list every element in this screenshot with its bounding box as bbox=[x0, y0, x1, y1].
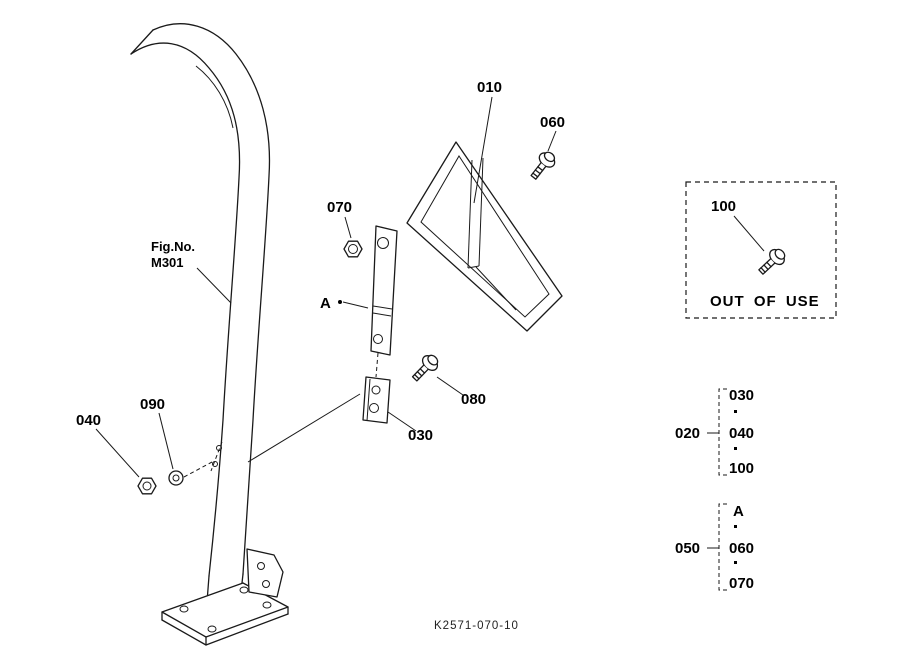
callout-080: 080 bbox=[461, 391, 486, 408]
leader-010 bbox=[473, 96, 493, 204]
bracket-030 bbox=[362, 352, 391, 424]
post-hole-lower bbox=[212, 461, 218, 467]
callout-090: 090 bbox=[140, 396, 165, 413]
smv-sign bbox=[406, 141, 563, 332]
base-hole-1 bbox=[179, 605, 189, 613]
bracket-030-hole-bottom bbox=[369, 403, 379, 413]
leader-fig bbox=[196, 267, 232, 304]
base-hole-3 bbox=[262, 601, 272, 609]
base-hole-2 bbox=[239, 586, 249, 594]
group-020-label: 020 bbox=[675, 425, 700, 442]
out-of-use-box: 100 OUT OF USE bbox=[685, 181, 837, 319]
washer-090 bbox=[168, 470, 184, 486]
nut-040 bbox=[137, 477, 157, 495]
callout-070: 070 bbox=[327, 199, 352, 216]
bolt-080 bbox=[411, 354, 439, 382]
group-050: 050 A 060 070 bbox=[675, 503, 754, 592]
out-of-use-label: OUT OF USE bbox=[710, 293, 820, 310]
bolt-100 bbox=[758, 248, 786, 275]
bracket-a-hole-top bbox=[377, 237, 389, 249]
callout-040: 040 bbox=[76, 412, 101, 429]
leader-060 bbox=[547, 130, 557, 152]
leader-100 bbox=[733, 215, 765, 252]
washer-alignment-line bbox=[183, 461, 213, 478]
group-020-item-030: 030 bbox=[729, 387, 754, 404]
fig-label-line2: M301 bbox=[151, 255, 184, 270]
group-020: 020 030 040 100 bbox=[675, 387, 754, 477]
base-plate bbox=[161, 548, 289, 646]
group-050-item-070: 070 bbox=[729, 575, 754, 592]
leader-080 bbox=[436, 376, 464, 396]
bolt-060 bbox=[530, 151, 556, 180]
group-050-item-060: 060 bbox=[729, 540, 754, 557]
group-020-item-100: 100 bbox=[729, 460, 754, 477]
bracket-030-hole-top bbox=[371, 385, 381, 395]
callout-030: 030 bbox=[408, 427, 433, 444]
fig-label-line1: Fig.No. bbox=[151, 239, 195, 254]
fig-label: Fig.No. M301 bbox=[151, 239, 195, 270]
leader-040 bbox=[95, 428, 140, 478]
assembly-link-line bbox=[247, 393, 361, 463]
callout-010: 010 bbox=[477, 79, 502, 96]
drawing-number: K2571-070-10 bbox=[434, 620, 519, 632]
group-050-label: 050 bbox=[675, 540, 700, 557]
callout-100: 100 bbox=[711, 198, 736, 215]
bracket-a-hole-bottom bbox=[373, 334, 383, 344]
callout-060: 060 bbox=[540, 114, 565, 131]
leader-070 bbox=[344, 216, 352, 239]
bracket-a bbox=[370, 225, 398, 356]
base-side-bracket bbox=[246, 548, 284, 598]
rops-post bbox=[130, 23, 271, 577]
nut-070 bbox=[343, 240, 363, 258]
group-050-item-a: A bbox=[733, 503, 744, 520]
base-hole-4 bbox=[207, 625, 217, 633]
leader-a bbox=[338, 300, 369, 309]
leader-030 bbox=[387, 411, 417, 432]
callout-a: A bbox=[320, 295, 331, 312]
leader-090 bbox=[158, 412, 174, 470]
group-020-item-040: 040 bbox=[729, 425, 754, 442]
